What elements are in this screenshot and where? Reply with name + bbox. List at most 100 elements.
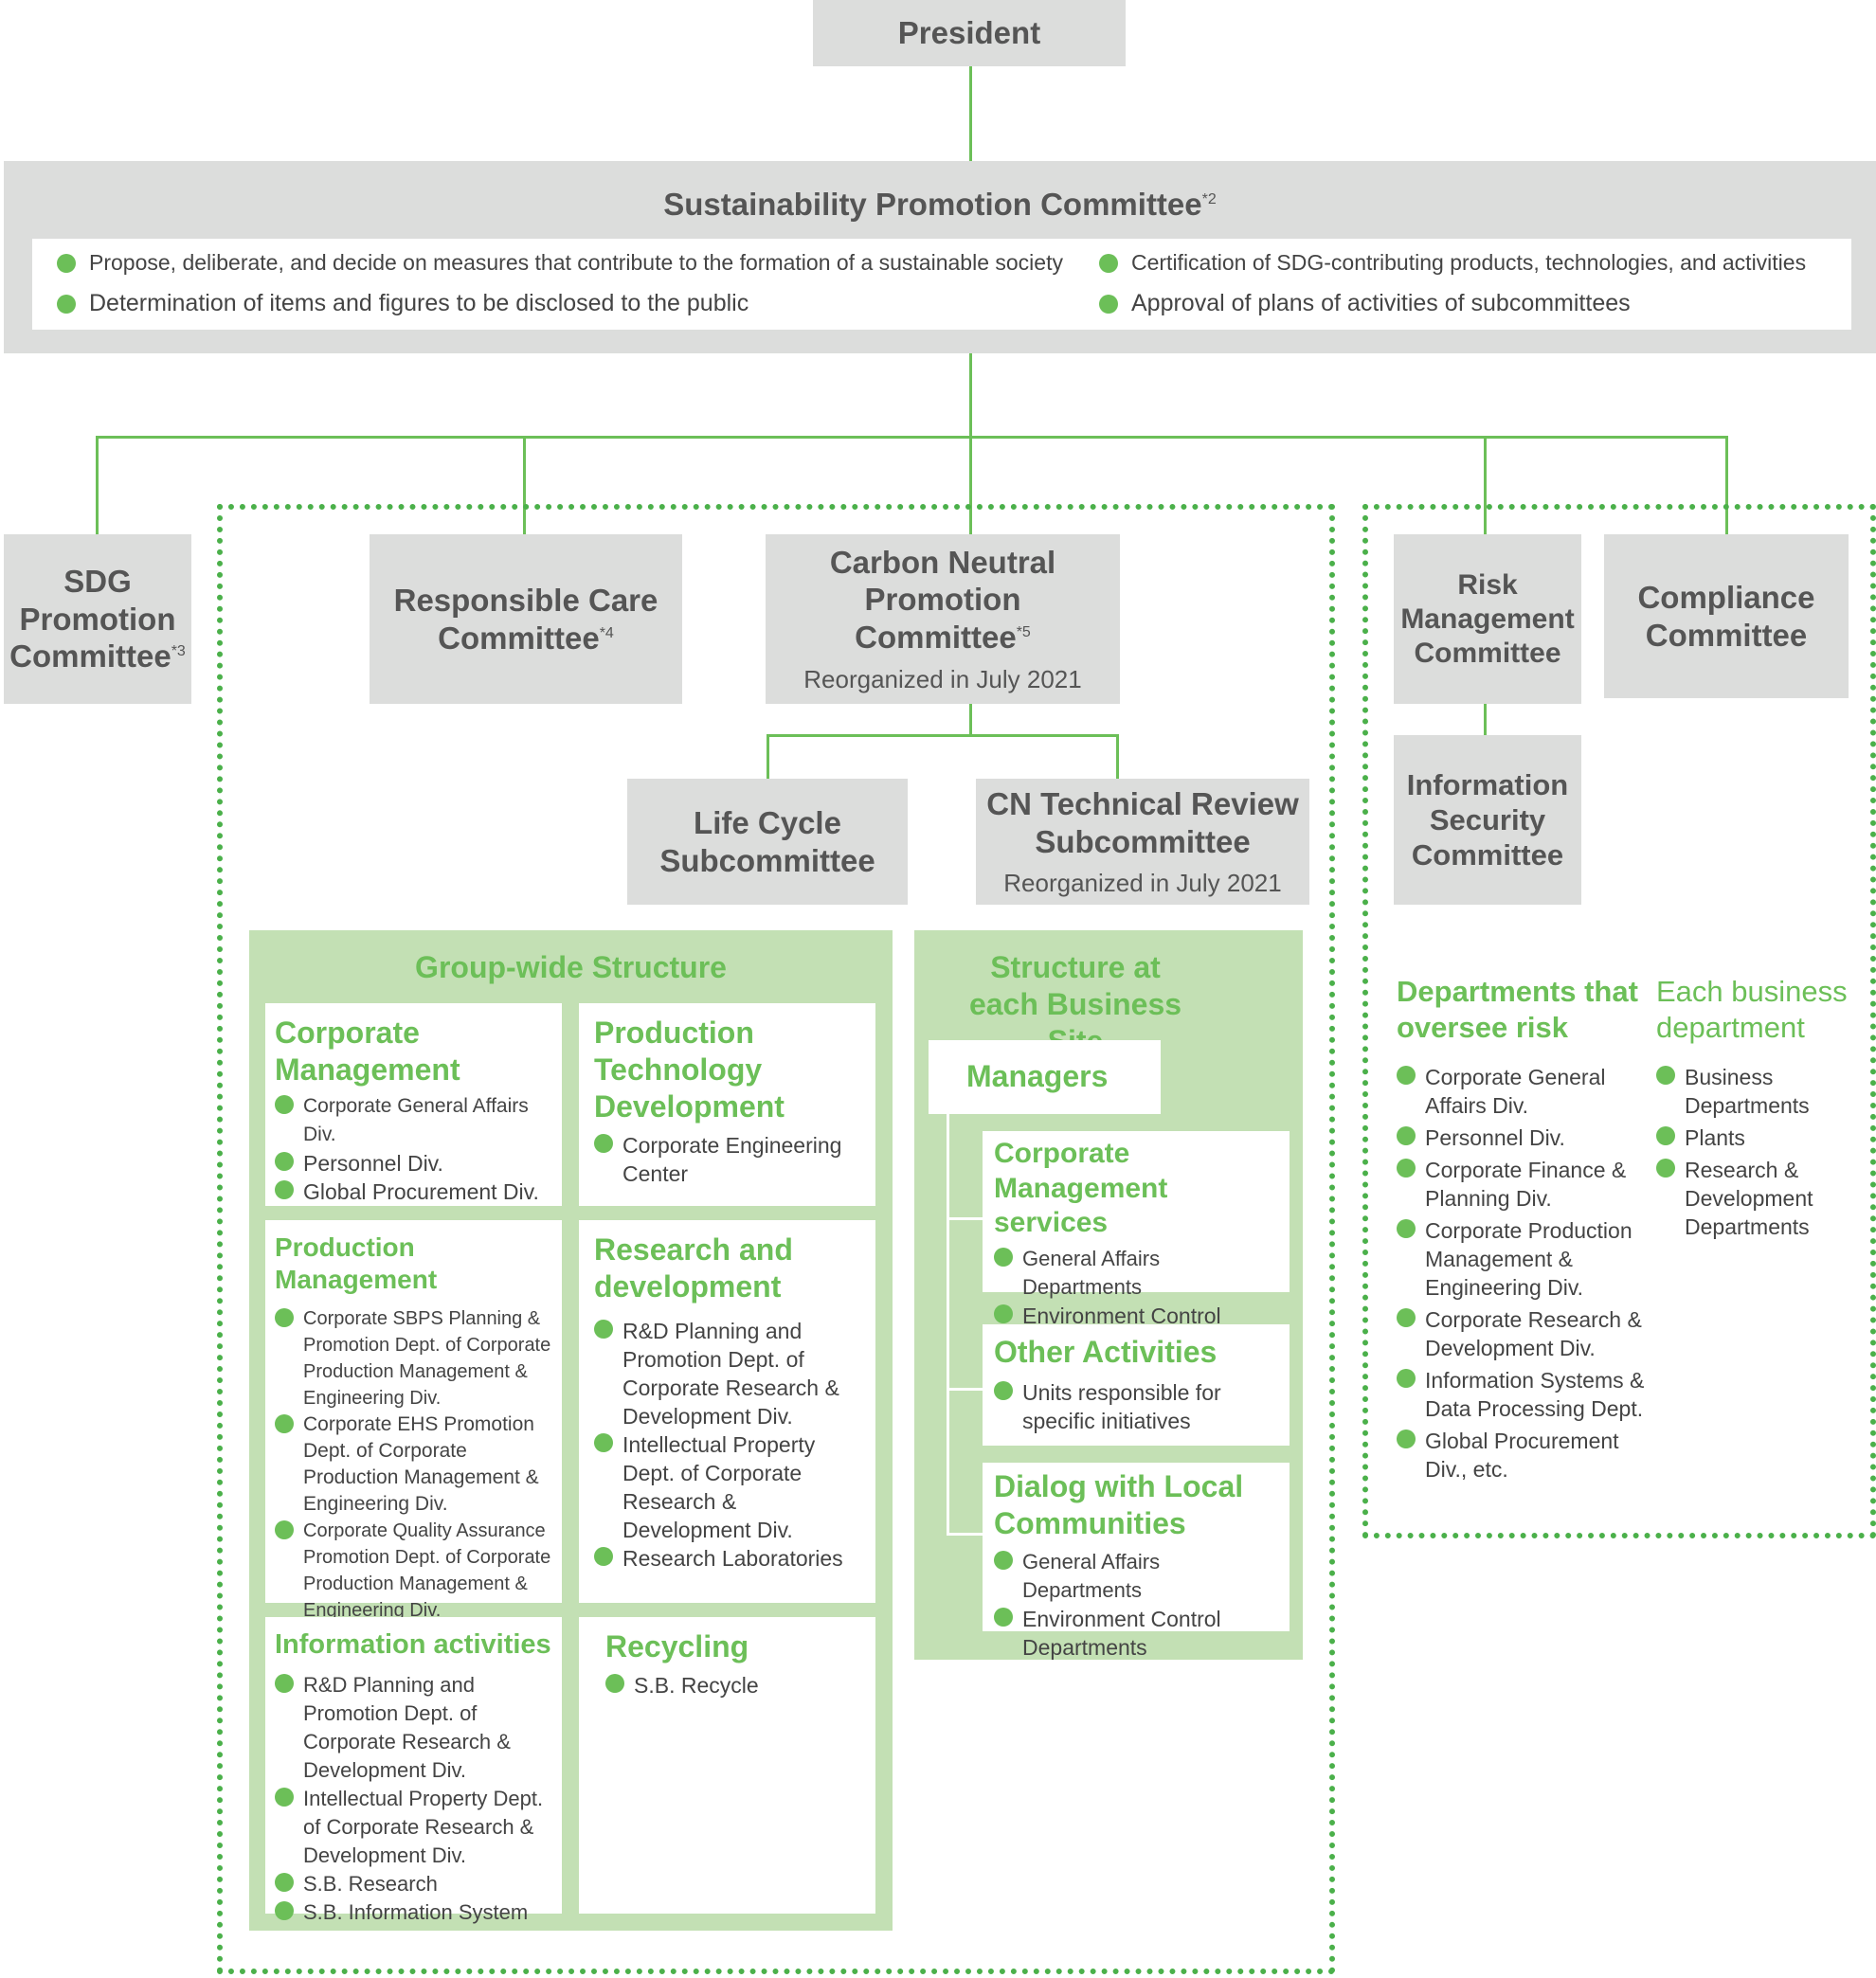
corp-mgmt-list: Corporate General Affairs Div. Personnel… bbox=[275, 1092, 552, 1206]
list-item: S.B. Recycle bbox=[605, 1671, 866, 1699]
bullet-dot bbox=[605, 1674, 624, 1694]
risk-depts-list: Corporate General Affairs Div. Personnel… bbox=[1397, 1063, 1651, 1484]
bullet-dot bbox=[275, 1788, 294, 1807]
managers-label: Managers bbox=[966, 1059, 1109, 1094]
prod-mgmt-card: Production Management Corporate SBPS Pla… bbox=[265, 1220, 562, 1621]
spc-items-panel: Propose, deliberate, and decide on measu… bbox=[32, 239, 1851, 330]
lc-subcommittee-title: Life Cycle Subcommittee bbox=[659, 804, 875, 878]
rc-committee-note: *4 bbox=[599, 624, 614, 641]
bullet-dot bbox=[57, 253, 76, 273]
cn-committee-note: *5 bbox=[1016, 623, 1031, 640]
list-item: Corporate Engineering Center bbox=[594, 1131, 866, 1188]
list-item: Intellectual Property Dept. of Corporate… bbox=[594, 1430, 866, 1544]
business-depts-section: Each business department Business Depart… bbox=[1656, 974, 1851, 1245]
tree-connector-line bbox=[947, 1388, 1000, 1391]
cn-committee-title: Carbon Neutral Promotion Committee bbox=[829, 544, 1056, 655]
bullet-dot bbox=[1397, 1065, 1416, 1085]
list-item: General Affairs Departments bbox=[994, 1245, 1282, 1302]
list-item: Intellectual Property Dept. of Corporate… bbox=[275, 1785, 552, 1870]
business-depts-list: Business Departments Plants Research & D… bbox=[1656, 1063, 1851, 1241]
bullet-dot bbox=[275, 1520, 294, 1540]
bullet-dot bbox=[275, 1095, 294, 1115]
cms-title: Corporate Management services bbox=[994, 1138, 1168, 1239]
business-site-panel: Structure at each Business Site Managers… bbox=[914, 930, 1303, 1660]
bullet-dot bbox=[1099, 253, 1118, 273]
list-item: Personnel Div. bbox=[1397, 1124, 1651, 1152]
prod-tech-card: Production Technology Development Corpor… bbox=[579, 1003, 875, 1206]
risk-depts-title: Departments that oversee risk bbox=[1397, 975, 1638, 1044]
bullet-dot bbox=[1397, 1125, 1416, 1145]
cms-card: Corporate Management services General Af… bbox=[983, 1131, 1290, 1357]
infosec-committee-box: Information Security Committee bbox=[1394, 735, 1581, 905]
cn-committee-sub: Reorganized in July 2021 bbox=[803, 665, 1082, 694]
other-activities-title: Other Activities bbox=[994, 1335, 1218, 1369]
bullet-dot bbox=[1397, 1429, 1416, 1448]
spc-item: Determination of items and figures to be… bbox=[57, 290, 749, 317]
bullet-dot bbox=[275, 1873, 294, 1893]
recycling-title: Recycling bbox=[605, 1629, 749, 1663]
compliance-committee-title: Compliance Committee bbox=[1637, 579, 1815, 653]
dialog-list: General Affairs Departments Environment … bbox=[994, 1548, 1282, 1662]
spc-item: Approval of plans of activities of subco… bbox=[1099, 290, 1631, 317]
rc-committee-box: Responsible Care Committee*4 bbox=[370, 534, 682, 704]
list-item: Global Procurement Div. bbox=[275, 1178, 552, 1206]
list-item: Corporate General Affairs Div. bbox=[275, 1092, 552, 1149]
bullet-dot bbox=[994, 1304, 1013, 1323]
list-item: Research Laboratories bbox=[594, 1544, 866, 1573]
info-card: Information activities R&D Planning and … bbox=[265, 1617, 562, 1924]
recycling-card: Recycling S.B. Recycle bbox=[579, 1617, 875, 1914]
list-item: Corporate General Affairs Div. bbox=[1397, 1063, 1651, 1120]
list-item: R&D Planning and Promotion Dept. of Corp… bbox=[275, 1671, 552, 1785]
list-item: S.B. Research bbox=[275, 1870, 552, 1898]
spc-box: Sustainability Promotion Committee*2 Pro… bbox=[4, 161, 1876, 353]
list-item: Units responsible for specific initiativ… bbox=[994, 1378, 1282, 1435]
dialog-card: Dialog with Local Communities General Af… bbox=[983, 1463, 1290, 1660]
dialog-title: Dialog with Local Communities bbox=[994, 1469, 1244, 1541]
corp-mgmt-title: Corporate Management bbox=[275, 1016, 460, 1088]
sdg-committee-note: *3 bbox=[171, 643, 186, 660]
bullet-dot bbox=[275, 1901, 294, 1921]
list-item: Corporate Production Management & Engine… bbox=[1397, 1216, 1651, 1302]
bullet-dot bbox=[275, 1180, 294, 1200]
business-depts-title: Each business department bbox=[1656, 975, 1848, 1044]
list-item: R&D Planning and Promotion Dept. of Corp… bbox=[594, 1317, 866, 1430]
bullet-dot bbox=[275, 1152, 294, 1172]
list-item: Global Procurement Div., etc. bbox=[1397, 1427, 1651, 1484]
sdg-committee-title: SDG Promotion Committee bbox=[9, 564, 176, 674]
list-item: Research & Development Departments bbox=[1656, 1156, 1851, 1241]
cn-committee-box: Carbon Neutral Promotion Committee*5 Reo… bbox=[766, 534, 1120, 704]
bullet-dot bbox=[594, 1433, 613, 1453]
bullet-dot bbox=[994, 1608, 1013, 1627]
tree-connector-line bbox=[947, 1533, 1000, 1536]
bullet-dot bbox=[594, 1320, 613, 1340]
tree-connector-line bbox=[947, 1217, 1000, 1220]
list-item: Information Systems & Data Processing De… bbox=[1397, 1366, 1651, 1423]
managers-box: Managers bbox=[929, 1040, 1161, 1114]
bullet-dot bbox=[57, 294, 76, 314]
sdg-committee-box: SDG Promotion Committee*3 bbox=[4, 534, 191, 704]
bullet-dot bbox=[1656, 1125, 1675, 1145]
compliance-committee-box: Compliance Committee bbox=[1604, 534, 1849, 698]
bullet-dot bbox=[994, 1247, 1013, 1267]
connector-line bbox=[96, 436, 99, 534]
corp-mgmt-card: Corporate Management Corporate General A… bbox=[265, 1003, 562, 1206]
list-item: General Affairs Departments bbox=[994, 1548, 1282, 1605]
prod-tech-list: Corporate Engineering Center bbox=[594, 1131, 866, 1188]
connector-line bbox=[1725, 436, 1728, 534]
cntr-subcommittee-box: CN Technical Review Subcommittee Reorgan… bbox=[976, 779, 1309, 905]
connector-line bbox=[1116, 734, 1119, 779]
bullet-dot bbox=[994, 1381, 1013, 1401]
bullet-dot bbox=[275, 1308, 294, 1328]
list-item: Environment Control Departments bbox=[994, 1605, 1282, 1662]
group-wide-title: Group-wide Structure bbox=[415, 950, 727, 984]
info-title: Information activities bbox=[275, 1629, 551, 1660]
list-item: Corporate Finance & Planning Div. bbox=[1397, 1156, 1651, 1213]
rnd-card: Research and development R&D Planning an… bbox=[579, 1220, 875, 1603]
connector-line bbox=[523, 436, 526, 534]
risk-committee-box: Risk Management Committee bbox=[1394, 534, 1581, 704]
spc-title-row: Sustainability Promotion Committee*2 bbox=[4, 186, 1876, 224]
rnd-title: Research and development bbox=[594, 1232, 793, 1304]
bullet-dot bbox=[1397, 1218, 1416, 1238]
bullet-dot bbox=[1397, 1307, 1416, 1327]
connector-line bbox=[969, 66, 972, 161]
